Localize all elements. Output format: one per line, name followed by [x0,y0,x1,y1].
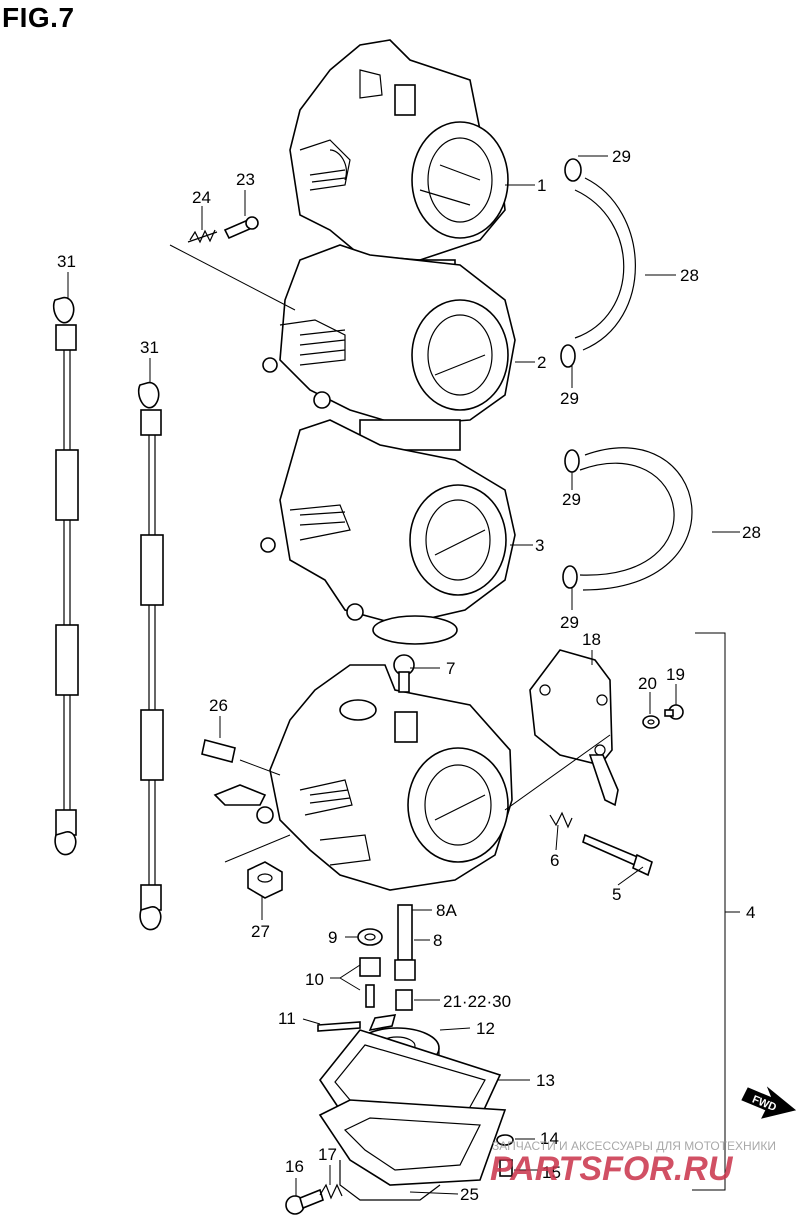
callout-8: 8 [433,931,442,950]
callout-2: 2 [537,353,546,372]
spring-17[interactable] [319,1183,343,1200]
fuel-hose-28-upper[interactable] [560,158,636,368]
callout-29-a: 29 [612,147,631,166]
spring-24[interactable] [187,229,218,244]
callout-10: 10 [305,970,324,989]
callout-26: 26 [209,696,228,715]
screw-16[interactable] [285,1188,324,1215]
callout-3: 3 [535,536,544,555]
fwd-arrow-icon: FWD [741,1086,797,1119]
watermark-caption: ЗАПЧАСТИ И АКСЕССУАРЫ ДЛЯ МОТОТЕХНИКИ [492,1139,776,1153]
jet-21-22-30[interactable] [395,989,413,1011]
callout-8A: 8A [436,901,457,920]
callout-28-lower: 28 [742,523,761,542]
washer-9[interactable] [357,928,383,946]
jet-10[interactable] [359,957,381,1008]
callout-29-d: 29 [560,613,579,632]
callout-6: 6 [550,851,559,870]
callout-13: 13 [536,1071,555,1090]
callout-31-right: 31 [140,338,159,357]
callout-24: 24 [192,188,211,207]
fuel-hose-28-lower[interactable] [562,447,693,591]
callout-9: 9 [328,928,337,947]
callout-4: 4 [746,903,755,922]
callout-labels: 1 2 3 4 5 6 7 8A 8 9 10 11 12 13 14 15 1… [57,147,761,1204]
callout-17: 17 [318,1145,337,1164]
screw-7[interactable] [393,654,415,693]
callout-29-c: 29 [562,490,581,509]
callout-14: 14 [540,1129,559,1148]
callout-29-b: 29 [560,389,579,408]
callout-28-upper: 28 [680,266,699,285]
washer-20[interactable] [642,715,660,729]
callout-1: 1 [537,176,546,195]
float-bowl-25[interactable] [318,1099,507,1201]
screw-14[interactable] [496,1134,514,1146]
nut-27[interactable] [247,861,283,899]
watermark-logo: PARTSFOR.RU [490,1150,734,1188]
callout-20: 20 [638,674,657,693]
callout-16: 16 [285,1157,304,1176]
pin-11[interactable] [317,1021,361,1032]
fuel-pump-18[interactable] [529,649,619,807]
screw-26[interactable] [201,739,236,763]
screw-23[interactable] [223,216,259,240]
callout-12: 12 [476,1019,495,1038]
carburetor-3[interactable] [260,419,516,645]
callout-27: 27 [251,922,270,941]
callout-5: 5 [612,885,621,904]
callout-7: 7 [446,659,455,678]
linkage-rod-31-left[interactable] [52,296,79,856]
screw-5[interactable] [582,833,653,877]
jet-8A-8[interactable] [394,904,416,981]
callout-25: 25 [460,1185,479,1204]
callout-15: 15 [542,1163,561,1182]
screw-19[interactable] [664,704,684,720]
callout-21-22-30: 21·22·30 [443,992,511,1011]
leader-lines [67,155,740,1196]
carburetor-4[interactable] [213,664,513,891]
carburetor-2[interactable] [262,244,516,451]
callout-18: 18 [582,630,601,649]
figure-title: FIG.7 [2,2,75,33]
callout-31-left: 31 [57,252,76,271]
linkage-rod-31-right[interactable] [137,381,164,931]
callout-23: 23 [236,170,255,189]
callout-19: 19 [666,665,685,684]
watermark: ЗАПЧАСТИ И АКСЕССУАРЫ ДЛЯ МОТОТЕХНИКИ PA… [490,1139,776,1188]
screw-15[interactable] [499,1159,513,1177]
callout-11: 11 [278,1009,296,1028]
spring-6[interactable] [549,811,573,829]
